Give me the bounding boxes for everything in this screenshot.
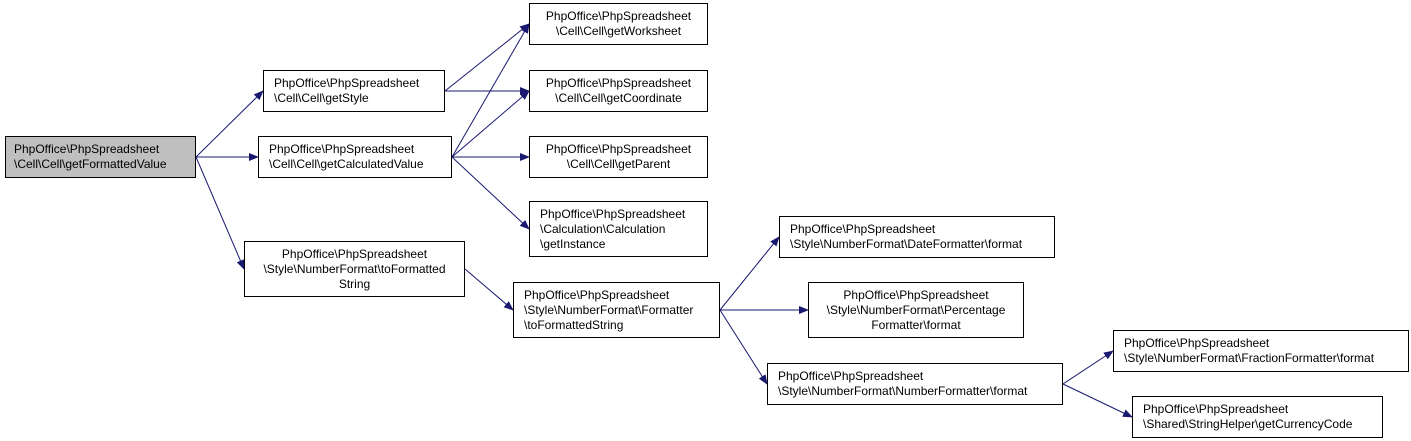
node-getInstance[interactable]: PhpOffice\PhpSpreadsheet \Calculation\Ca… bbox=[529, 201, 708, 257]
node-label-line: \Cell\Cell\getCalculatedValue bbox=[269, 157, 424, 171]
node-label-line: PhpOffice\PhpSpreadsheet bbox=[269, 142, 415, 156]
edge-formatterToFormattedString-to-dateFormatter bbox=[719, 236, 780, 311]
node-getCurrencyCode[interactable]: PhpOffice\PhpSpreadsheet \Shared\StringH… bbox=[1132, 396, 1383, 438]
node-label-line: \Style\NumberFormat\FractionFormatter\fo… bbox=[1124, 351, 1375, 365]
node-label-line: PhpOffice\PhpSpreadsheet bbox=[545, 9, 692, 23]
node-getStyle[interactable]: PhpOffice\PhpSpreadsheet \Cell\Cell\getS… bbox=[263, 70, 445, 112]
node-percentageFormatter[interactable]: PhpOffice\PhpSpreadsheet \Style\NumberFo… bbox=[808, 282, 1024, 338]
node-label-line: PhpOffice\PhpSpreadsheet bbox=[843, 287, 989, 302]
edge-getCalculatedValue-to-getWorksheet bbox=[451, 23, 530, 158]
edge-getCalculatedValue-to-getCoordinate bbox=[451, 90, 530, 158]
edge-getFormattedValue-to-getStyle bbox=[195, 90, 264, 158]
edge-getFormattedValue-to-toFormattedString bbox=[195, 156, 245, 270]
node-getFormattedValue[interactable]: PhpOffice\PhpSpreadsheet \Cell\Cell\getF… bbox=[5, 136, 196, 178]
node-label-line: \Cell\Cell\getWorksheet bbox=[555, 24, 682, 38]
node-label-line: PhpOffice\PhpSpreadsheet bbox=[545, 76, 692, 90]
node-toFormattedString[interactable]: PhpOffice\PhpSpreadsheet \Style\NumberFo… bbox=[244, 241, 465, 297]
edge-toFormattedString-to-formatterToFormattedString bbox=[464, 268, 514, 311]
node-label-line: PhpOffice\PhpSpreadsheet bbox=[1124, 336, 1270, 350]
node-label-line: Formatter\format bbox=[871, 317, 961, 332]
edge-formatterToFormattedString-to-numberFormatter bbox=[719, 309, 768, 385]
node-getWorksheet[interactable]: PhpOffice\PhpSpreadsheet \Cell\Cell\getW… bbox=[529, 3, 708, 45]
node-label-line: \Cell\Cell\getStyle bbox=[274, 91, 369, 105]
node-label-line: \Style\NumberFormat\DateFormatter\format bbox=[790, 237, 1023, 251]
node-label-line: PhpOffice\PhpSpreadsheet bbox=[1143, 402, 1289, 416]
node-formatterToFormattedString[interactable]: PhpOffice\PhpSpreadsheet \Style\NumberFo… bbox=[513, 282, 720, 338]
node-label-line: \Style\NumberFormat\NumberFormatter\form… bbox=[778, 384, 1028, 398]
node-numberFormatter[interactable]: PhpOffice\PhpSpreadsheet \Style\NumberFo… bbox=[767, 363, 1063, 405]
edge-getStyle-to-getWorksheet bbox=[444, 23, 530, 92]
edge-numberFormatter-to-getCurrencyCode bbox=[1062, 383, 1133, 418]
node-label-line: PhpOffice\PhpSpreadsheet bbox=[778, 369, 924, 383]
node-label-line: \getInstance bbox=[540, 236, 606, 251]
node-label-line: \Style\NumberFormat\Percentage bbox=[826, 302, 1006, 317]
node-label-line: PhpOffice\PhpSpreadsheet bbox=[14, 142, 160, 156]
node-label-line: \Cell\Cell\getFormattedValue bbox=[14, 157, 167, 171]
node-label-line: \Style\NumberFormat\toFormatted bbox=[263, 261, 446, 276]
node-label-line: PhpOffice\PhpSpreadsheet bbox=[274, 76, 420, 90]
node-label-line: \Style\NumberFormat\Formatter bbox=[524, 302, 694, 317]
node-label-line: \toFormattedString bbox=[524, 317, 624, 332]
node-label-line: PhpOffice\PhpSpreadsheet bbox=[790, 222, 936, 236]
node-fractionFormatter[interactable]: PhpOffice\PhpSpreadsheet \Style\NumberFo… bbox=[1113, 330, 1409, 372]
node-label-line: \Cell\Cell\getParent bbox=[566, 157, 671, 171]
node-label-line: PhpOffice\PhpSpreadsheet bbox=[540, 206, 686, 221]
node-dateFormatter[interactable]: PhpOffice\PhpSpreadsheet \Style\NumberFo… bbox=[779, 216, 1055, 258]
node-label-line: PhpOffice\PhpSpreadsheet bbox=[281, 246, 428, 261]
node-label-line: \Calculation\Calculation bbox=[540, 221, 666, 236]
node-label-line: \Shared\StringHelper\getCurrencyCode bbox=[1143, 417, 1353, 431]
node-getParent[interactable]: PhpOffice\PhpSpreadsheet \Cell\Cell\getP… bbox=[529, 136, 708, 178]
node-label-line: \Cell\Cell\getCoordinate bbox=[555, 91, 682, 105]
node-getCalculatedValue[interactable]: PhpOffice\PhpSpreadsheet \Cell\Cell\getC… bbox=[258, 136, 452, 178]
node-label-line: PhpOffice\PhpSpreadsheet bbox=[524, 287, 670, 302]
edge-getCalculatedValue-to-getInstance bbox=[451, 156, 530, 230]
node-label-line: String bbox=[338, 276, 371, 291]
edge-numberFormatter-to-fractionFormatter bbox=[1062, 350, 1114, 385]
node-label-line: PhpOffice\PhpSpreadsheet bbox=[545, 142, 692, 156]
node-getCoordinate[interactable]: PhpOffice\PhpSpreadsheet \Cell\Cell\getC… bbox=[529, 70, 708, 112]
